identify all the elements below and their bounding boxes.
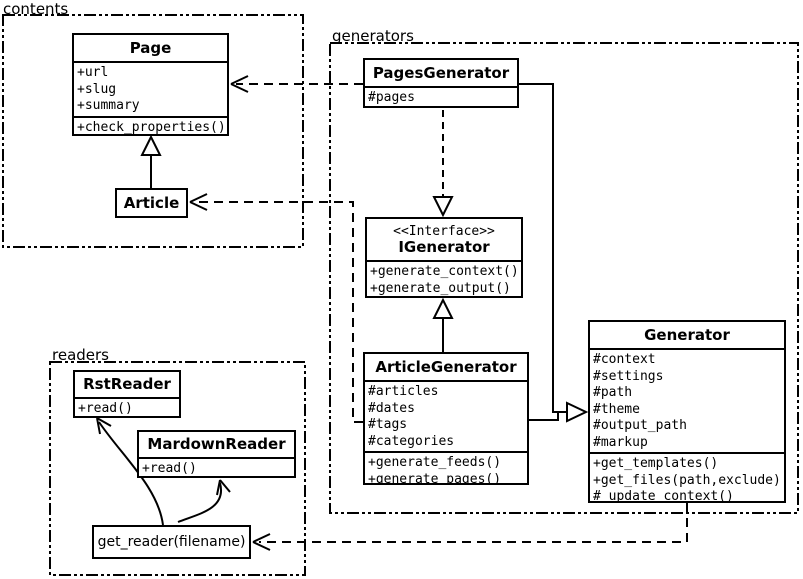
class-article-generator-attributes: #articles #dates #tags #categories: [365, 380, 527, 451]
open-arrowhead-rstreader: [96, 417, 112, 435]
attribute-row: #settings: [593, 368, 664, 384]
attribute-row: #path: [593, 385, 633, 400]
class-generator-title: Generator: [644, 325, 730, 344]
method-row: +generate_context(): [370, 264, 519, 279]
method-row: +read(): [78, 401, 133, 416]
open-arrowhead-page: [230, 75, 249, 93]
class-rst-reader-header: RstReader: [75, 372, 179, 397]
function-get-reader-header: get_reader(filename): [94, 527, 249, 557]
hollow-triangle-igenerator-bottom: [432, 297, 454, 319]
attribute-row: #tags: [368, 417, 408, 432]
package-border-generators: [329, 42, 799, 514]
attribute-row: #categories: [368, 433, 455, 449]
class-page: Page +url +slug +summary +check_properti…: [72, 33, 229, 136]
class-page-title: Page: [129, 38, 172, 57]
attribute-row: #context: [593, 352, 656, 367]
dependency-generator-getreader: [259, 503, 688, 543]
class-generator-methods: +get_templates() +get_files(path,exclude…: [590, 452, 784, 503]
package-label-readers: readers: [52, 346, 109, 364]
method-row: +generate_output(): [370, 280, 511, 296]
package-border-readers: [49, 361, 306, 576]
class-igenerator-title: IGenerator: [398, 237, 490, 256]
open-arrowhead-markdownreader: [216, 479, 231, 496]
class-article-title: Article: [123, 193, 180, 212]
class-pages-generator-attributes: #pages: [365, 86, 517, 106]
class-rst-reader-methods: +read(): [75, 397, 179, 416]
class-article-header: Article: [117, 190, 186, 216]
generalization-pagesgenerator-generator: [519, 83, 566, 413]
class-article-generator-methods: +generate_feeds() +generate_pages(): [365, 451, 527, 485]
package-label-generators: generators: [332, 27, 414, 45]
attribute-row: +summary: [77, 98, 140, 113]
open-arrowhead-article: [189, 193, 208, 211]
class-page-header: Page: [74, 35, 227, 61]
class-generator-header: Generator: [590, 322, 784, 348]
class-generator: Generator #context #settings #path #them…: [588, 320, 786, 503]
method-row: +generate_feeds(): [368, 455, 502, 470]
function-get-reader: get_reader(filename): [92, 525, 251, 559]
attribute-row: #dates: [368, 400, 415, 416]
method-row: +get_files(path,exclude): [593, 472, 781, 488]
method-row: #_update_context(): [593, 489, 734, 503]
attribute-row: #markup: [593, 434, 648, 450]
generalization-articlegenerator-generator: [529, 413, 559, 421]
attribute-row: +slug: [77, 81, 117, 97]
class-rst-reader: RstReader +read(): [73, 370, 181, 418]
class-article-generator-title: ArticleGenerator: [375, 357, 517, 376]
attribute-row: #theme: [593, 401, 640, 417]
class-page-methods: +check_properties(): [74, 115, 227, 135]
attribute-row: #output_path: [593, 418, 687, 433]
attribute-row: #articles: [368, 384, 439, 399]
class-page-attributes: +url +slug +summary: [74, 61, 227, 116]
class-igenerator-stereotype: <<Interface>>: [393, 223, 495, 239]
class-markdown-reader-header: MardownReader: [139, 432, 294, 457]
attribute-row: #pages: [368, 90, 415, 105]
class-generator-attributes: #context #settings #path #theme #output_…: [590, 348, 784, 452]
class-pages-generator-title: PagesGenerator: [372, 63, 510, 82]
hollow-triangle-page-bottom: [140, 134, 162, 156]
package-label-contents: contents: [3, 0, 69, 18]
class-pages-generator: PagesGenerator #pages: [363, 58, 519, 108]
open-arrowhead-getreader: [252, 533, 271, 551]
method-row: +check_properties(): [77, 119, 226, 135]
curve-getreader-markdownreader: [177, 482, 223, 523]
dependency-articlegenerator-article: [196, 201, 363, 423]
method-row: +generate_pages(): [368, 471, 502, 485]
hollow-triangle-igenerator-top: [432, 196, 454, 218]
attribute-row: +url: [77, 65, 109, 80]
class-pages-generator-header: PagesGenerator: [365, 60, 517, 86]
function-get-reader-title: get_reader(filename): [97, 533, 246, 550]
class-markdown-reader-methods: +read(): [139, 457, 294, 476]
class-markdown-reader-title: MardownReader: [147, 435, 286, 453]
hollow-triangle-generator-left: [566, 401, 589, 423]
package-border-contents: [2, 14, 304, 248]
class-igenerator: <<Interface>> IGenerator +generate_conte…: [365, 217, 523, 298]
class-igenerator-methods: +generate_context() +generate_output(): [367, 260, 521, 296]
method-row: +read(): [142, 461, 197, 476]
class-article-generator: ArticleGenerator #articles #dates #tags …: [363, 352, 529, 485]
class-article-generator-header: ArticleGenerator: [365, 354, 527, 380]
class-rst-reader-title: RstReader: [83, 375, 171, 393]
class-article: Article: [115, 188, 188, 218]
class-markdown-reader: MardownReader +read(): [137, 430, 296, 478]
class-igenerator-header: <<Interface>> IGenerator: [367, 219, 521, 260]
method-row: +get_templates(): [593, 456, 719, 471]
